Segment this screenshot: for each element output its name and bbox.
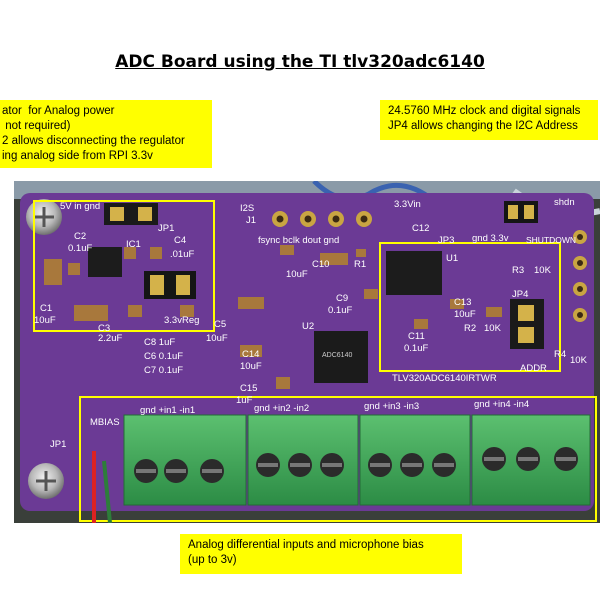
label-chip-text: ADC6140	[322, 352, 352, 359]
oscillator-u1	[386, 251, 442, 295]
label-c11: C11	[408, 331, 425, 342]
label-c1: C1	[40, 303, 52, 314]
label-c11-val: 0.1uF	[404, 343, 428, 354]
pcb-illustration: 5V in gnd JP1 C2 0.1uF IC1 C4 .01uF C1 1…	[14, 181, 600, 523]
pcb-photo: 5V in gnd JP1 C2 0.1uF IC1 C4 .01uF C1 1…	[14, 181, 600, 523]
page-title-text: ADC Board using the TI tlv320adc6140	[115, 52, 485, 72]
label-addr: ADDR	[520, 363, 547, 374]
label-c9-val: 0.1uF	[328, 305, 352, 316]
label-r2-val: 10K	[484, 323, 502, 334]
label-c5-val: 10uF	[206, 333, 228, 344]
adc-chip	[314, 331, 368, 383]
label-input-1: gnd +in1 -in1	[140, 405, 195, 416]
screw-icon	[26, 199, 62, 235]
label-c10-val: 10uF	[286, 269, 308, 280]
label-c6: C6 0.1uF	[144, 351, 183, 362]
regulator-note: ator for Analog power not required) 2 al…	[0, 100, 212, 168]
right-header	[573, 230, 587, 322]
pcb-silkscreen-right: 3.3Vin C12 JP3 gnd 3.3v SHUTDOWN shdn U1…	[392, 197, 588, 384]
label-jp3: JP3	[438, 235, 454, 246]
label-jp4: JP4	[512, 289, 528, 300]
ic1-chip	[88, 247, 122, 277]
label-jp1: JP1	[158, 223, 174, 234]
label-input-2: gnd +in2 -in2	[254, 403, 309, 414]
label-c2-val: 0.1uF	[68, 243, 92, 254]
label-c4: C4	[174, 235, 186, 246]
label-3v3reg: 3.3vReg	[164, 315, 199, 326]
label-part-number: TLV320ADC6140IRTWR	[392, 373, 497, 384]
terminal-block-2	[247, 414, 359, 506]
capacitor-c1	[44, 259, 62, 285]
label-c9: C9	[336, 293, 348, 304]
label-c10: C10	[312, 259, 329, 270]
label-shdn: shdn	[554, 197, 575, 208]
label-5v-gnd: 5V in gnd	[60, 201, 100, 212]
label-u1: U1	[446, 253, 458, 264]
label-c13: C13	[454, 297, 471, 308]
terminal-block-1	[123, 414, 247, 506]
label-c15-val: 1uF	[236, 395, 253, 406]
page-title: ADC Board using the TI tlv320adc6140	[0, 52, 600, 72]
pcb-silkscreen-center: I2S J1 fsync bclk dout gnd R1 C10 10uF C…	[144, 203, 366, 406]
label-c5: C5	[214, 319, 226, 330]
terminal-block-4	[471, 414, 591, 506]
green-wire	[102, 460, 112, 523]
label-input-4: gnd +in4 -in4	[474, 399, 529, 410]
label-input-3: gnd +in3 -in3	[364, 401, 419, 412]
label-c2: C2	[74, 231, 86, 242]
label-header-pins: fsync bclk dout gnd	[258, 235, 339, 246]
label-c14-val: 10uF	[240, 361, 262, 372]
label-j1: J1	[246, 215, 256, 226]
label-c15: C15	[240, 383, 257, 394]
inputs-highlight-box	[79, 396, 597, 522]
terminal-block-3	[359, 414, 471, 506]
label-r1: R1	[354, 259, 366, 270]
label-r3-val: 10K	[534, 265, 552, 276]
label-c3: C3	[98, 323, 110, 334]
inputs-note: Analog differential inputs and microphon…	[180, 534, 462, 574]
label-c7: C7 0.1uF	[144, 365, 183, 376]
regulator-highlight-box	[33, 200, 215, 332]
label-r3: R3	[512, 265, 524, 276]
label-jp1-bottom: JP1	[50, 439, 66, 450]
i2s-header	[272, 211, 372, 227]
label-u2: U2	[302, 321, 314, 332]
label-c4-val: .01uF	[170, 249, 194, 260]
label-c13-val: 10uF	[454, 309, 476, 320]
label-shutdown: SHUTDOWN	[526, 235, 576, 245]
label-r4-val: 10K	[570, 355, 588, 366]
label-i2s: I2S	[240, 203, 254, 214]
label-3v3in: 3.3Vin	[394, 199, 421, 210]
screw-icon	[28, 463, 64, 499]
label-c3-val: 2.2uF	[98, 333, 122, 344]
label-c8: C8 1uF	[144, 337, 175, 348]
label-gnd-3v3: gnd 3.3v	[472, 233, 509, 244]
pcb-silkscreen-inputs: MBIAS JP1 gnd +in1 -in1 gnd +in2 -in2 gn…	[50, 399, 529, 450]
label-c12: C12	[412, 223, 429, 234]
clock-note: 24.5760 MHz clock and digital signals JP…	[380, 100, 598, 140]
clock-highlight-box	[379, 242, 561, 372]
label-c14: C14	[242, 349, 259, 360]
label-mbias: MBIAS	[90, 417, 120, 428]
label-r4: R4	[554, 349, 566, 360]
label-c1-val: 10uF	[34, 315, 56, 326]
pcb-silkscreen-left: 5V in gnd JP1 C2 0.1uF IC1 C4 .01uF C1 1…	[34, 201, 199, 344]
label-ic1: IC1	[126, 239, 141, 250]
label-r2: R2	[464, 323, 476, 334]
